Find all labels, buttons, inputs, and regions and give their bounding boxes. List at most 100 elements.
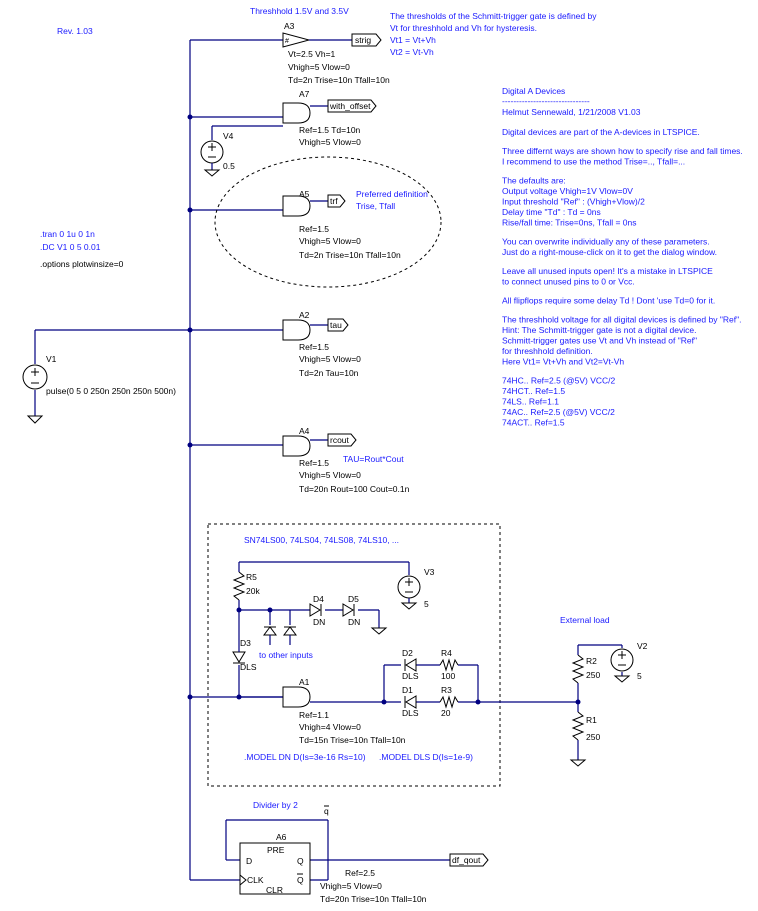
a2-param-3[interactable]: Td=2n Tau=10n xyxy=(299,368,359,378)
a3-schmitt-gate[interactable]: # xyxy=(282,32,352,48)
a2-net-flag[interactable]: tau xyxy=(327,318,349,332)
revision-label: Rev. 1.03 xyxy=(57,26,93,36)
d4-diode[interactable] xyxy=(309,603,322,617)
other-inputs-note: to other inputs xyxy=(259,650,313,660)
a6-param-1[interactable]: Ref=2.5 xyxy=(345,868,375,878)
v2-name: V2 xyxy=(637,641,648,651)
r5-resistor[interactable] xyxy=(232,571,246,601)
a6-param-3[interactable]: Td=20n Trise=10n Tfall=10n xyxy=(320,894,427,904)
a6-pin-q: Q xyxy=(297,856,304,866)
r1-resistor[interactable] xyxy=(571,711,585,741)
a6-param-2[interactable]: Vhigh=5 Vlow=0 xyxy=(320,881,382,891)
v2-supply[interactable] xyxy=(610,648,634,683)
r2-value[interactable]: 250 xyxy=(586,670,600,680)
a2-name: A2 xyxy=(299,310,310,320)
info-title: Digital A Devices xyxy=(502,86,565,96)
divider-net-flag[interactable]: df_qout xyxy=(449,853,489,867)
r2-name: R2 xyxy=(586,656,597,666)
d5-diode[interactable] xyxy=(342,603,355,617)
a5-param-1[interactable]: Ref=1.5 xyxy=(299,224,329,234)
info-line: Output voltage Vhigh=1V Vlow=0V xyxy=(502,186,633,196)
a4-param-1[interactable]: Ref=1.5 xyxy=(299,458,329,468)
info-line: I recommend to use the method Trise=.., … xyxy=(502,157,685,167)
v4-value[interactable]: 0.5 xyxy=(223,161,235,171)
d1-model[interactable]: DLS xyxy=(402,708,419,718)
divider-qbar-net: q xyxy=(324,806,329,816)
a3-net-flag[interactable]: strig xyxy=(351,33,382,47)
a7-gate[interactable] xyxy=(211,102,328,140)
a1-param-1[interactable]: Ref=1.1 xyxy=(299,710,329,720)
info-line: Here Vt1= Vt+Vh and Vt2=Vt-Vh xyxy=(502,357,624,367)
a3-param-3[interactable]: Td=2n Trise=10n Tfall=10n xyxy=(288,75,390,85)
a5-gate[interactable] xyxy=(282,195,328,217)
d3-name: D3 xyxy=(240,638,251,648)
ls-wiring xyxy=(236,561,578,705)
a5-net-flag[interactable]: trf xyxy=(327,194,346,208)
a2-param-1[interactable]: Ref=1.5 xyxy=(299,342,329,352)
options-directive[interactable]: .options plotwinsize=0 xyxy=(40,259,124,269)
a7-param-2[interactable]: Vhigh=5 Vlow=0 xyxy=(299,137,361,147)
d3-diode[interactable] xyxy=(232,640,246,664)
a5-param-3[interactable]: Td=2n Trise=10n Tfall=10n xyxy=(299,250,401,260)
r1-value[interactable]: 250 xyxy=(586,732,600,742)
v1-pulse-source[interactable] xyxy=(22,364,48,424)
a1-gate[interactable] xyxy=(282,686,311,708)
model-dn[interactable]: .MODEL DN D(Is=3e-16 Rs=10) xyxy=(244,752,366,762)
other-input-diodes[interactable] xyxy=(263,626,297,645)
a1-param-3[interactable]: Td=15n Trise=10n Tfall=10n xyxy=(299,735,406,745)
r4-name: R4 xyxy=(441,648,452,658)
a4-net-label: rcout xyxy=(330,435,350,445)
a4-note: TAU=Rout*Cout xyxy=(343,454,404,464)
a4-net-flag[interactable]: rcout xyxy=(327,433,357,447)
d4-model[interactable]: DN xyxy=(313,617,325,627)
r2-resistor[interactable] xyxy=(571,654,585,684)
a2-param-2[interactable]: Vhigh=5 Vlow=0 xyxy=(299,354,361,364)
v3-supply[interactable] xyxy=(397,575,421,610)
a2-net-label: tau xyxy=(330,320,342,330)
d2-diode[interactable] xyxy=(404,658,417,672)
a1-param-2[interactable]: Vhigh=4 Vlow=0 xyxy=(299,722,361,732)
v2-value[interactable]: 5 xyxy=(637,671,642,681)
info-line: Schmitt-trigger gates use Vt and Vh inst… xyxy=(502,336,697,346)
info-line: Leave all unused inputs open! It's a mis… xyxy=(502,266,713,276)
a5-note-2: Trise, Tfall xyxy=(356,201,395,211)
v1-value[interactable]: pulse(0 5 0 250n 250n 250n 500n) xyxy=(46,386,176,396)
a4-param-2[interactable]: Vhigh=5 Vlow=0 xyxy=(299,470,361,480)
v3-name: V3 xyxy=(424,567,435,577)
dc-directive[interactable]: .DC V1 0 5 0.01 xyxy=(40,242,101,252)
v3-value[interactable]: 5 xyxy=(424,599,429,609)
info-line: The defaults are: xyxy=(502,176,566,186)
info-line: 74HCT.. Ref=1.5 xyxy=(502,386,565,396)
r3-value[interactable]: 20 xyxy=(441,708,451,718)
info-rule: ------------------------------- xyxy=(502,96,590,106)
a3-param-1[interactable]: Vt=2.5 Vh=1 xyxy=(288,49,336,59)
a6-dflipflop[interactable] xyxy=(239,842,311,895)
a4-gate[interactable] xyxy=(282,435,328,457)
info-line: 74AC.. Ref=2.5 (@5V) VCC/2 xyxy=(502,407,615,417)
d2-model[interactable]: DLS xyxy=(402,671,419,681)
model-dls[interactable]: .MODEL DLS D(Is=1e-9) xyxy=(379,752,473,762)
r4-value[interactable]: 100 xyxy=(441,671,455,681)
v1-name: V1 xyxy=(46,354,57,364)
d5-model[interactable]: DN xyxy=(348,617,360,627)
r3-resistor[interactable] xyxy=(439,695,459,709)
a6-pin-d: D xyxy=(246,856,252,866)
d1-name: D1 xyxy=(402,685,413,695)
r5-value[interactable]: 20k xyxy=(246,586,260,596)
v4-offset-source[interactable] xyxy=(200,140,224,177)
a7-net-flag[interactable]: with_offset xyxy=(327,99,377,113)
a3-param-2[interactable]: Vhigh=5 Vlow=0 xyxy=(288,62,350,72)
a4-param-3[interactable]: Td=20n Rout=100 Cout=0.1n xyxy=(299,484,410,494)
a7-name: A7 xyxy=(299,89,310,99)
r4-resistor[interactable] xyxy=(439,658,459,672)
tran-directive[interactable]: .tran 0 1u 0 1n xyxy=(40,229,95,239)
a2-gate[interactable] xyxy=(282,319,328,341)
d3-model[interactable]: DLS xyxy=(240,662,257,672)
a5-param-2[interactable]: Vhigh=5 Vlow=0 xyxy=(299,236,361,246)
a5-net-label: trf xyxy=(330,196,338,206)
a7-param-1[interactable]: Ref=1.5 Td=10n xyxy=(299,125,361,135)
info-line: 74HC.. Ref=2.5 (@5V) VCC/2 xyxy=(502,376,616,386)
d1-diode[interactable] xyxy=(404,695,417,709)
